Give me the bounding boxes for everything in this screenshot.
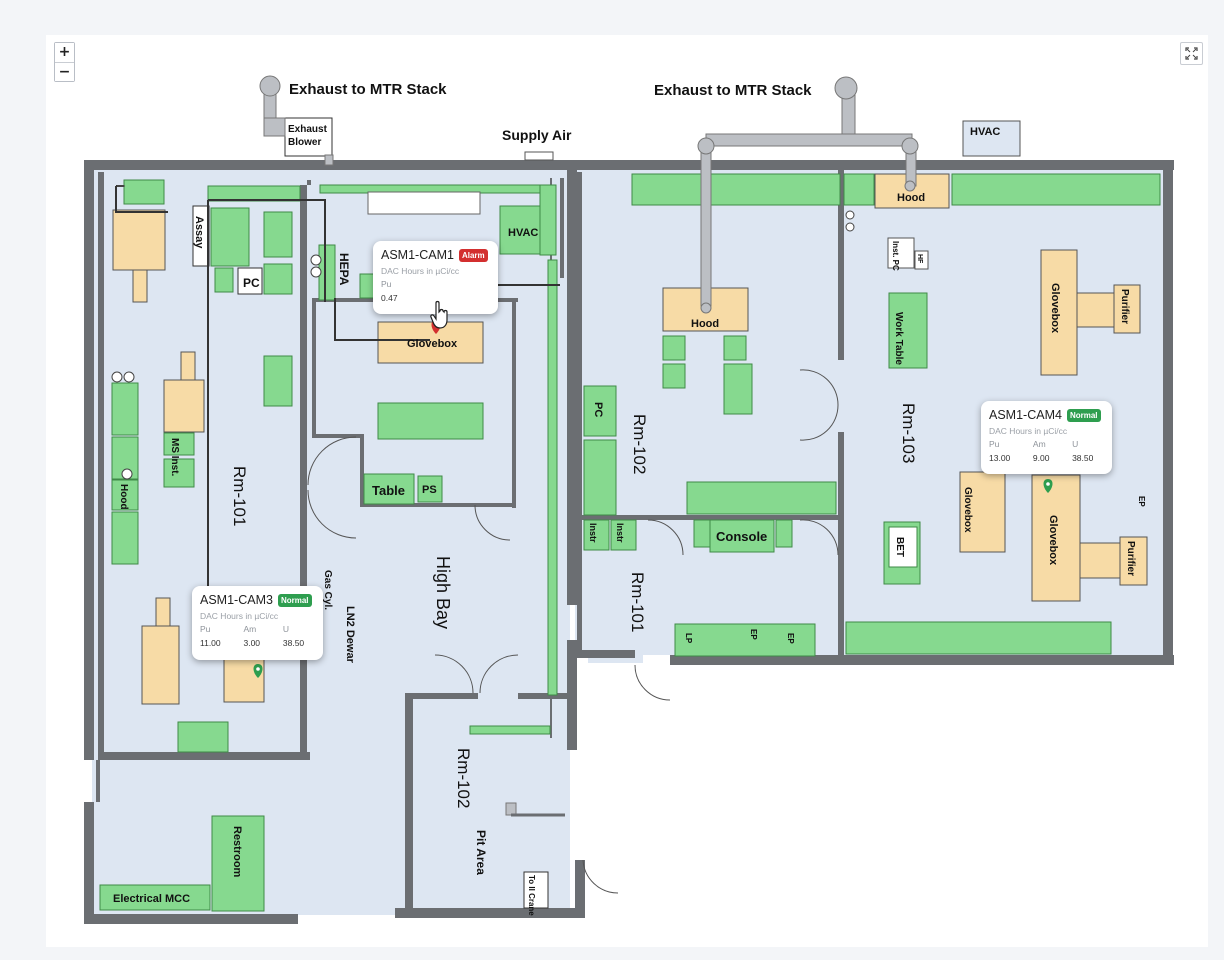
hand-pointer-icon	[430, 300, 448, 329]
fullscreen-icon	[1185, 47, 1198, 60]
reading-value: 0.47	[381, 293, 398, 303]
label-hood-right: Hood	[897, 192, 925, 204]
map-pin-icon[interactable]	[253, 664, 263, 678]
cam-subtitle: DAC Hours in µCi/cc	[381, 266, 460, 276]
cam-popup-cam3[interactable]: ASM1-CAM3 Normal DAC Hours in µCi/cc Pu …	[192, 586, 323, 660]
label-rm103: Rm-103	[899, 403, 918, 463]
label-glovebox-4: Glovebox	[1047, 515, 1059, 566]
status-badge: Normal	[277, 593, 312, 607]
label-console: Console	[716, 529, 767, 544]
label-bet: BET	[894, 537, 905, 557]
label-rm102: Rm-102	[630, 414, 649, 474]
reading-label: Pu	[989, 439, 1000, 449]
popup-header: ASM1-CAM3 Normal	[200, 593, 315, 607]
label-exhaust-blower-text-2: Blower	[288, 137, 321, 148]
reading-label: Pu	[381, 279, 392, 289]
label-pc-2: PC	[592, 402, 604, 417]
label-ep-2: EP	[786, 633, 795, 644]
label-pc-1: PC	[243, 276, 260, 290]
label-instr-2: Instr	[615, 523, 625, 543]
label-electrical: Electrical MCC	[113, 893, 190, 905]
label-rm101-b: Rm-101	[628, 572, 647, 632]
popup-header: ASM1-CAM4 Normal	[989, 408, 1104, 422]
label-purifier-2: Purifier	[1125, 541, 1136, 576]
cam-popup-cam1[interactable]: ASM1-CAM1 Alarm DAC Hours in µCi/cc Pu 0…	[373, 241, 498, 314]
label-ep-3: EP	[1137, 496, 1146, 507]
readings-grid: Pu Am U 11.00 3.00 38.50	[200, 624, 315, 648]
label-ms-inst: MS Inst.	[169, 438, 180, 477]
popup-header: ASM1-CAM1 Alarm	[381, 248, 490, 262]
label-ps: PS	[422, 484, 437, 496]
label-hvac-room: HVAC	[508, 227, 538, 239]
label-hepa: HEPA	[337, 253, 351, 286]
cam-name: ASM1-CAM3	[200, 593, 273, 607]
reading-label: U	[1072, 439, 1079, 449]
zoom-in-button[interactable]: +	[55, 43, 74, 62]
label-restroom: Restroom	[231, 826, 243, 878]
label-hood-center: Hood	[691, 318, 719, 330]
cam-subtitle: DAC Hours in µCi/cc	[989, 426, 1068, 436]
readings-grid: Pu 0.47	[381, 279, 490, 303]
cam-name: ASM1-CAM1	[381, 248, 454, 262]
label-inst-pc: Inst. PC	[891, 241, 900, 271]
status-badge: Alarm	[458, 248, 488, 262]
label-lp: LP	[684, 633, 693, 644]
label-ep-1: EP	[749, 629, 758, 640]
label-exhaust-blower: Exhaust Blower	[288, 124, 330, 148]
label-rm102-lower: Rm-102	[454, 748, 473, 808]
reading-value: 38.50	[282, 638, 305, 648]
reading-value: 38.50	[1072, 453, 1094, 463]
label-purifier-1: Purifier	[1119, 289, 1130, 324]
reading-label: Am	[1032, 439, 1046, 449]
label-hood-left: Hood	[118, 484, 129, 510]
label-ln2-dewar: LN2 Dewar	[344, 606, 356, 664]
label-exhaust-right: Exhaust to MTR Stack	[654, 82, 812, 99]
label-assay: Assay	[193, 216, 205, 249]
label-work-table: Work Table	[893, 312, 904, 365]
reading-label: U	[282, 624, 290, 634]
label-gas-cyl: Gas Cyl.	[322, 570, 333, 610]
floorplan-drawing: .f{fill:#dde6f2} .w{fill:#6b6e72} .g{fil…	[84, 75, 1174, 924]
zoom-out-button[interactable]: −	[55, 62, 74, 81]
status-badge: Normal	[1066, 408, 1101, 422]
label-exhaust-left: Exhaust to MTR Stack	[289, 81, 447, 98]
label-hf: HF	[916, 254, 923, 264]
label-pit-area: Pit Area	[474, 830, 488, 875]
cam-popup-cam4[interactable]: ASM1-CAM4 Normal DAC Hours in µCi/cc Pu …	[981, 401, 1112, 474]
fullscreen-button[interactable]	[1180, 42, 1203, 65]
readings-grid: Pu Am U 13.00 9.00 38.50	[989, 439, 1104, 463]
label-instr-1: Instr	[588, 523, 598, 543]
reading-label: Am	[243, 624, 257, 634]
label-high-bay: High Bay	[433, 556, 453, 629]
label-to-crane: To II Crane	[527, 875, 536, 916]
cam-subtitle: DAC Hours in µCi/cc	[200, 611, 279, 621]
label-supply-air: Supply Air	[502, 127, 572, 143]
reading-value: 13.00	[989, 453, 1011, 463]
reading-value: 3.00	[243, 638, 261, 648]
zoom-control: + −	[54, 42, 75, 82]
map-pin-icon[interactable]	[1043, 479, 1053, 493]
label-hvac-top: HVAC	[970, 126, 1000, 138]
reading-value: 9.00	[1032, 453, 1050, 463]
reading-label: Pu	[200, 624, 211, 634]
label-glovebox-2: Glovebox	[1049, 283, 1061, 334]
floorplan-map[interactable]: .f{fill:#dde6f2} .w{fill:#6b6e72} .g{fil…	[46, 35, 1208, 947]
label-glovebox-1: Glovebox	[407, 338, 458, 350]
cam-name: ASM1-CAM4	[989, 408, 1062, 422]
reading-value: 11.00	[200, 638, 221, 648]
label-rm101: Rm-101	[230, 466, 249, 526]
label-exhaust-blower-text: Exhaust	[288, 124, 328, 135]
label-table: Table	[372, 483, 405, 498]
label-glovebox-3: Glovebox	[962, 487, 973, 533]
